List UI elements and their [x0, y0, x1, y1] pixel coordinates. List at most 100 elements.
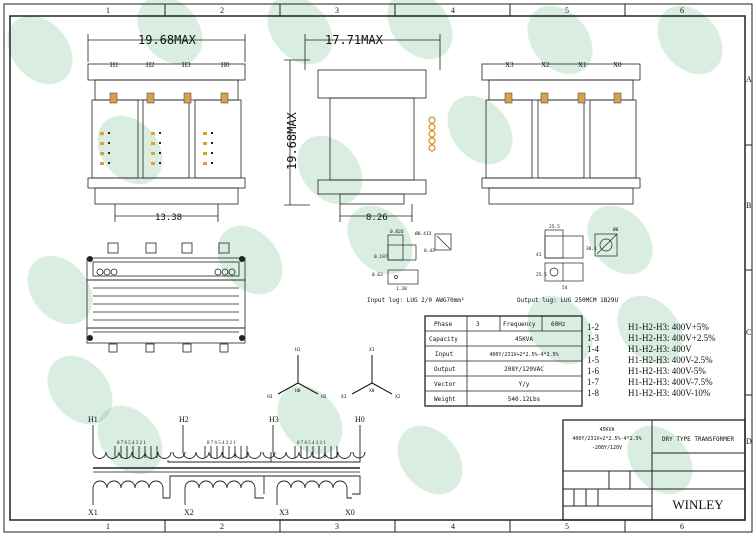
watermark-ellipse: [137, 0, 203, 65]
tap-number: 1-8: [587, 388, 599, 398]
dim-label: 54: [562, 285, 568, 291]
tap-terminal: [151, 162, 155, 165]
input-lug-drawing: [387, 233, 452, 285]
lead: [346, 488, 352, 499]
terminal-label: H1: [110, 61, 119, 69]
output-lug-caption: Output lug: LUG 250MCM 1B29U: [517, 297, 619, 304]
col-label: 1: [106, 522, 110, 531]
tap-number: 1-7: [587, 377, 599, 387]
col-label: 1: [106, 6, 110, 15]
input-lug-dims: 0.826 Ø0.413 0.197 0.63 1.38 0.43: [372, 229, 435, 292]
top-view-bolts: [87, 256, 245, 341]
tap-terminal: [100, 152, 104, 155]
tap-number: 1-5: [587, 355, 599, 365]
tap-terminal-dot: [108, 132, 110, 134]
spec-label: Frequency: [503, 321, 536, 328]
dim-label: 25.5: [536, 272, 547, 278]
col-label: 6: [680, 6, 684, 15]
front-base-dimension: 13.38: [155, 213, 182, 223]
tap-terminal-dot: [159, 162, 161, 164]
vector-label: H1: [295, 347, 301, 353]
dim-label: 1.38: [396, 286, 407, 292]
tap-description: H1-H2-H3: 400V-7.5%: [628, 377, 713, 387]
tap-terminal-dot: [211, 162, 213, 164]
tap-number-row: 8 7 6 5 4 3 2 1: [297, 441, 326, 446]
tap-terminal: [203, 152, 207, 155]
vector-diagrams: [277, 355, 393, 395]
col-label: 6: [680, 522, 684, 531]
hv-coil: [272, 451, 352, 459]
vector-label: X1: [369, 347, 375, 353]
spec-value: Y/y: [519, 381, 530, 388]
vector-label: H3: [267, 394, 273, 400]
tap-description: H1-H2-H3: 400V+2.5%: [628, 333, 716, 343]
side-height-dimension: 19.68MAX: [285, 111, 299, 170]
dim-label: 38.1: [586, 246, 597, 252]
dim-label: Ø8: [613, 226, 619, 233]
dim-label: 0.63: [372, 272, 383, 278]
spec-label: Output: [434, 366, 456, 373]
vector-label: H2: [321, 394, 327, 400]
terminal-label: X2: [541, 61, 550, 69]
watermark-layer: [7, 0, 723, 495]
vector-labels: H1 H0 H3 H2 X1 X0 X3 X2: [267, 347, 401, 400]
dim-label: 41: [536, 252, 542, 258]
front-width-dimension: 19.68MAX: [138, 33, 197, 47]
product-name: DRY TYPE TRANSFORMER: [662, 436, 735, 443]
col-label: 5: [565, 6, 569, 15]
watermark-ellipse: [627, 425, 693, 495]
vector-label: X3: [341, 394, 347, 400]
spec-table: [424, 315, 583, 407]
company-name: WINLEY: [672, 497, 724, 512]
spec-value: 3: [476, 321, 480, 328]
col-label: 4: [451, 522, 455, 531]
output-lug-drawing: [544, 229, 618, 282]
tap-number: 1-6: [587, 366, 599, 376]
winding-label: H1: [88, 415, 98, 424]
tap-terminal: [151, 132, 155, 135]
rear-terminal-labels: X3 X2 X1 X0: [505, 61, 622, 69]
hv-coil: [92, 451, 172, 459]
row-label: D: [746, 437, 752, 446]
terminal-label: X1: [578, 61, 587, 69]
tap-terminal: [203, 132, 207, 135]
col-label: 2: [220, 6, 224, 15]
top-view: [86, 242, 246, 353]
tap-numbers: 8 7 6 5 4 3 2 1 8 7 6 5 4 3 2 1 8 7 6 5 …: [117, 441, 326, 446]
drawing-frame: [3, 3, 753, 533]
watermark-ellipse: [47, 355, 113, 425]
rating-line: -208Y/120V: [592, 445, 622, 451]
tap-terminal: [151, 152, 155, 155]
spec-table-text: Phase 3 Frequency 60Hz Capacity 45KVA In…: [429, 321, 566, 403]
tap-terminal: [203, 162, 207, 165]
hv-coil-end: [172, 451, 186, 459]
tap-description: H1-H2-H3: 400V+5%: [628, 322, 709, 332]
spec-label: Capacity: [429, 336, 458, 343]
lead: [254, 488, 264, 499]
tap-terminal: [100, 162, 104, 165]
winding-label: X2: [184, 508, 194, 517]
lv-coil: [184, 480, 256, 489]
front-view-taps: [100, 132, 213, 165]
terminal-label: X3: [505, 61, 514, 69]
tap-description: H1-H2-H3: 400V-5%: [628, 366, 706, 376]
tap-terminal-dot: [108, 162, 110, 164]
tap-number-row: 8 7 6 5 4 3 2 1: [207, 441, 236, 446]
watermark-ellipse: [387, 0, 453, 60]
terminal-label: H3: [182, 61, 191, 69]
watermark-ellipse: [397, 425, 463, 495]
watermark-ellipse: [587, 205, 653, 275]
rear-view-lugs: [504, 92, 622, 104]
tap-description: H1-H2-H3: 400V-10%: [628, 388, 711, 398]
tap-terminal: [151, 142, 155, 145]
watermark-ellipse: [27, 255, 93, 325]
tap-number: 1-4: [587, 344, 599, 354]
tap-terminal-dot: [108, 142, 110, 144]
rating-line: 400Y/231V+2*2.5%-4*2.5%: [572, 436, 641, 442]
hv-coil: [182, 451, 262, 459]
dim-label: 0.197: [374, 254, 388, 260]
watermark-ellipse: [97, 115, 163, 185]
tap-terminal-dot: [159, 142, 161, 144]
spec-value: 45KVA: [515, 336, 533, 343]
row-label: C: [746, 328, 751, 337]
